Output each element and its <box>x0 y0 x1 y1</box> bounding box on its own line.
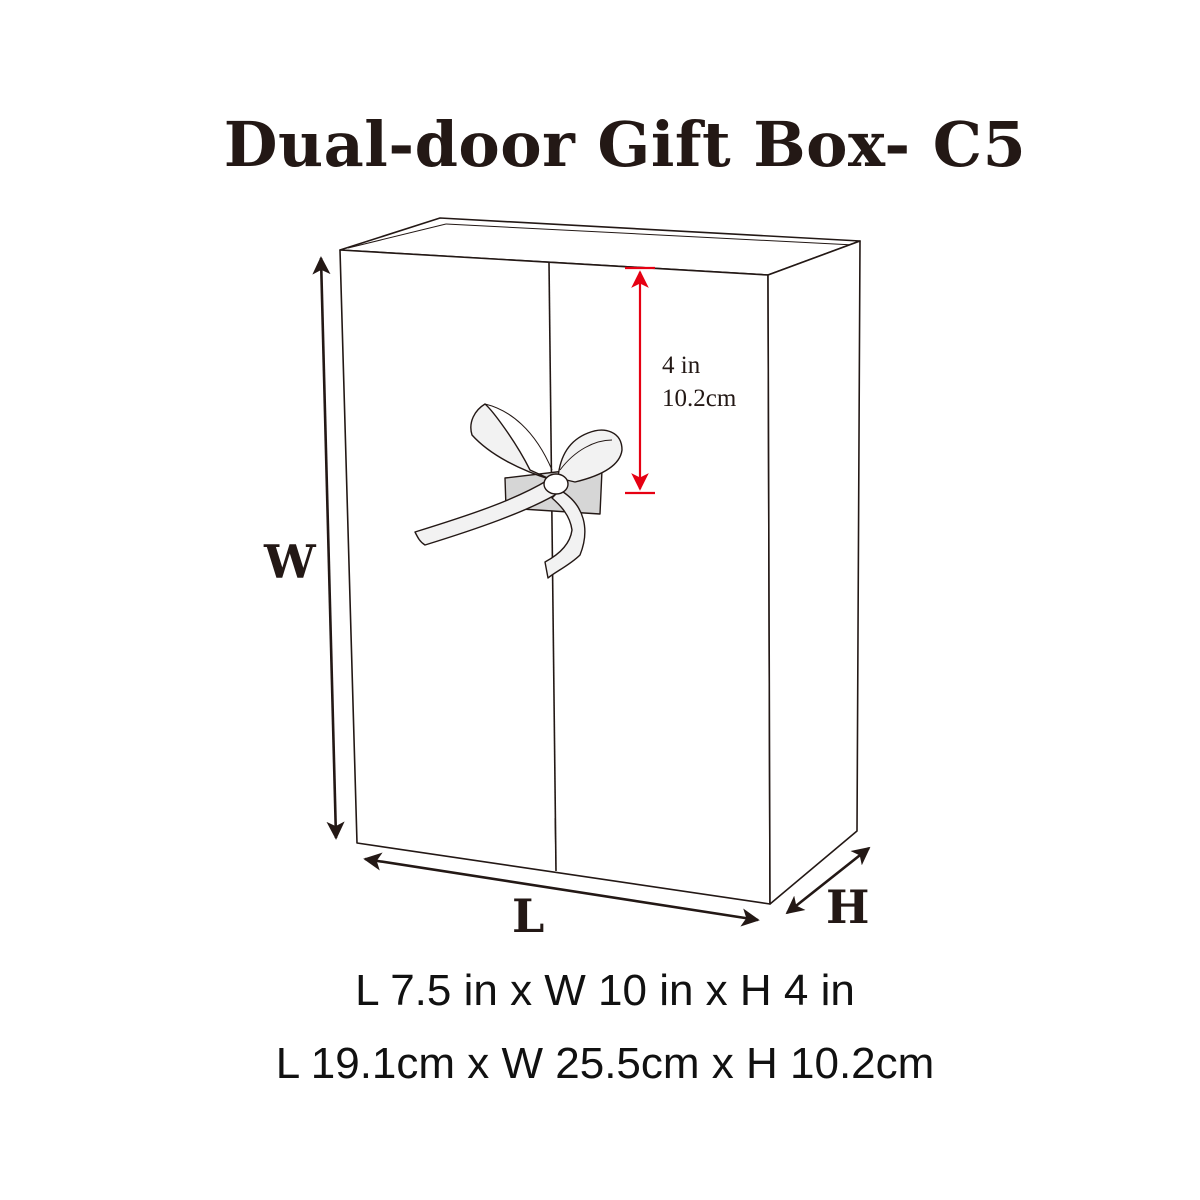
diagram-title: Dual-door Gift Box- C5 <box>223 108 1027 181</box>
height-axis-label: H <box>826 880 869 934</box>
ribbon-offset-label-in: 4 in <box>662 352 701 379</box>
width-axis-label: W <box>263 535 317 589</box>
ribbon-offset-measure <box>625 266 655 495</box>
box-side-face <box>767 240 861 905</box>
width-dimension-arrow <box>312 256 345 840</box>
box-outline <box>339 217 861 905</box>
length-axis-label: L <box>512 889 544 943</box>
ribbon-bow <box>414 403 623 579</box>
height-dimension-arrow <box>785 846 871 915</box>
length-dimension-arrow <box>363 852 760 927</box>
dimensions-imperial: L 7.5 in x W 10 in x H 4 in <box>355 966 855 1015</box>
dimensions-metric: L 19.1cm x W 25.5cm x H 10.2cm <box>275 1039 935 1088</box>
ribbon-offset-label-cm: 10.2cm <box>662 385 737 412</box>
